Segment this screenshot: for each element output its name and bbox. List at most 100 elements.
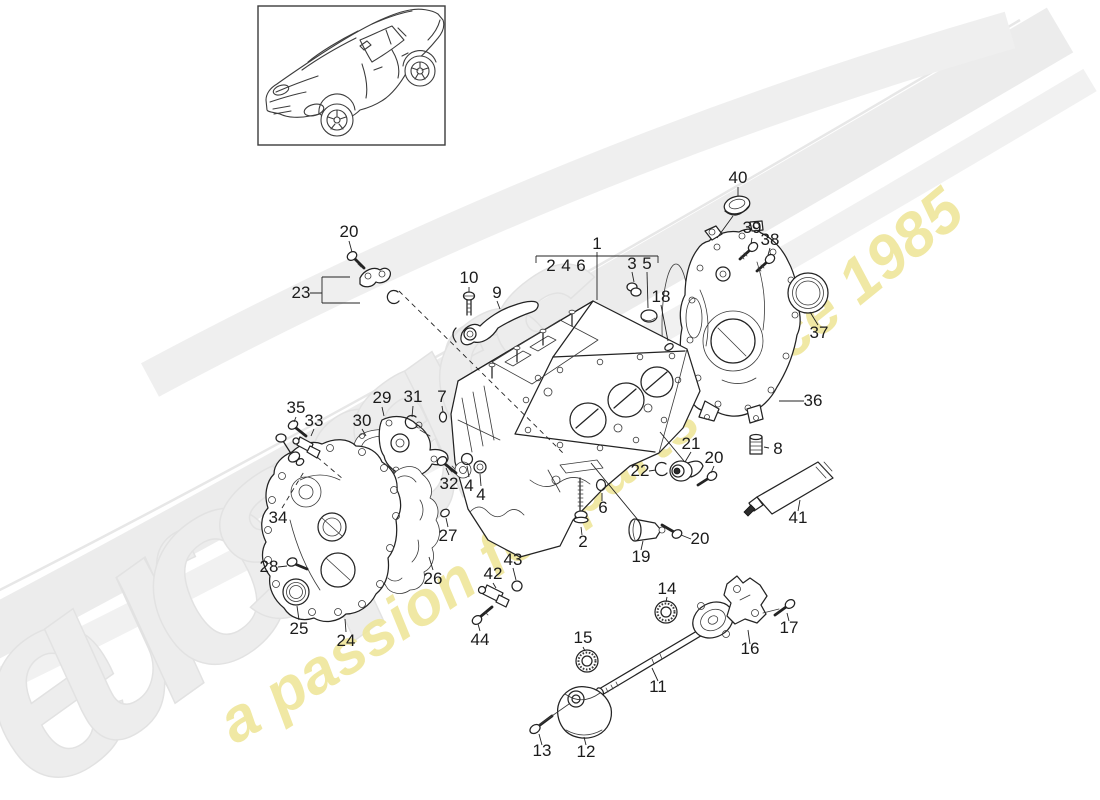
callout-35[interactable]: 35 [287,398,306,417]
part-7-pin [438,411,448,423]
callout-3[interactable]: 3 [627,254,636,273]
part-6-o-ring [595,478,607,492]
part-18-pin [664,342,674,352]
part-32-bolt [436,456,458,475]
part-12-holder [557,686,613,739]
callout-24[interactable]: 24 [337,631,356,650]
part-33-sensor [292,436,321,459]
callout-16[interactable]: 16 [741,639,760,658]
callout-5[interactable]: 5 [642,254,651,273]
car-outline-icon [265,8,445,137]
swoosh-line-icon [0,18,1021,592]
callout-27[interactable]: 27 [439,526,458,545]
part-41-sealant-tube [743,461,834,517]
deck-studs [488,309,576,379]
part-20-bolt-top [346,251,366,270]
part-27-pin [440,508,450,518]
cylinder-bores [569,366,674,438]
callout-20b[interactable]: 20 [705,448,724,467]
rear-wheel-icon [404,55,436,87]
bracket-23 [310,276,360,304]
part-37-shaft-seal [787,272,829,314]
callout-6b[interactable]: 6 [598,498,607,517]
callout-31[interactable]: 31 [404,387,423,406]
callout-37[interactable]: 37 [810,323,829,342]
callout-9[interactable]: 9 [492,283,501,302]
callout-42[interactable]: 42 [484,564,503,583]
deck-holes [522,352,682,452]
part-23-clamp [359,267,400,305]
callout-6[interactable]: 6 [576,256,585,275]
callout-11[interactable]: 11 [649,677,667,696]
part-5-cup-plug [640,309,658,323]
callout-33[interactable]: 33 [305,411,324,430]
part-16-bracket [723,575,768,625]
part-44-bolt [471,605,494,625]
callout-38[interactable]: 38 [761,230,780,249]
callout-43[interactable]: 43 [504,550,523,569]
part-13-bolt [529,703,570,735]
part-4-o-rings [460,452,487,474]
callouts: 1 2 4 6 3 5 18 40 39 38 37 36 20 23 10 9… [260,168,829,761]
callout-20c[interactable]: 20 [691,529,710,548]
swoosh-band-icon [0,7,1074,659]
callout-13[interactable]: 13 [533,741,552,760]
callout-23[interactable]: 23 [292,283,311,302]
part-40-sealing-cap [723,195,751,216]
part-28-bolt [286,557,309,571]
callout-10[interactable]: 10 [460,268,479,287]
part-20-bolt-low [660,523,683,539]
callout-20a[interactable]: 20 [340,222,359,241]
part-21-tensioner [669,460,704,482]
callout-4c[interactable]: 4 [476,485,485,504]
callout-44[interactable]: 44 [471,630,490,649]
callout-39[interactable]: 39 [743,218,762,237]
callout-36[interactable]: 36 [804,391,823,410]
callout-40[interactable]: 40 [729,168,748,187]
part-20-bolt-mid [696,471,718,487]
callout-34[interactable]: 34 [269,508,288,527]
swoosh-band-icon [141,11,1016,397]
callout-18[interactable]: 18 [652,287,671,306]
part-25-crank-seal [282,578,310,606]
callout-25[interactable]: 25 [290,619,309,638]
callout-17[interactable]: 17 [780,618,799,637]
part-9-oil-spray-bracket [452,300,539,346]
callout-14[interactable]: 14 [658,579,677,598]
callout-7[interactable]: 7 [437,387,446,406]
callout-2b[interactable]: 2 [578,532,587,551]
part-43-o-ring [511,580,523,592]
front-wheel-icon [320,103,354,137]
part-3-dowel [626,282,642,297]
part-24-timing-cover [261,433,402,623]
part-8-threaded-plug [749,433,763,455]
part-17-bolt [762,599,796,617]
part-35-bolt [287,420,308,438]
leader-lines [277,187,819,746]
callout-12[interactable]: 12 [577,742,596,761]
callout-4[interactable]: 4 [561,256,570,275]
callout-2[interactable]: 2 [546,256,555,275]
callout-28[interactable]: 28 [260,557,279,576]
callout-1[interactable]: 1 [592,234,601,253]
part-2-long-bolt [573,477,589,524]
crankshaft-opening [710,318,756,364]
callout-41[interactable]: 41 [789,508,808,527]
callout-22[interactable]: 22 [631,461,650,480]
clamp-ring [386,289,400,305]
part-14-bearing [654,600,678,624]
callout-26[interactable]: 26 [424,569,443,588]
callout-29[interactable]: 29 [373,388,392,407]
part-36-rear-cover [679,220,801,424]
callout-32[interactable]: 32 [440,474,459,493]
callout-8[interactable]: 8 [773,439,782,458]
callout-4b[interactable]: 4 [464,476,473,495]
group-bracket [535,255,659,263]
part-38-bolt [755,253,776,273]
part-42-sensor [477,584,510,608]
callout-15[interactable]: 15 [574,628,593,647]
callout-19[interactable]: 19 [632,547,651,566]
callout-30[interactable]: 30 [353,411,372,430]
callout-21[interactable]: 21 [682,434,701,453]
part-39-bolt [738,241,759,261]
